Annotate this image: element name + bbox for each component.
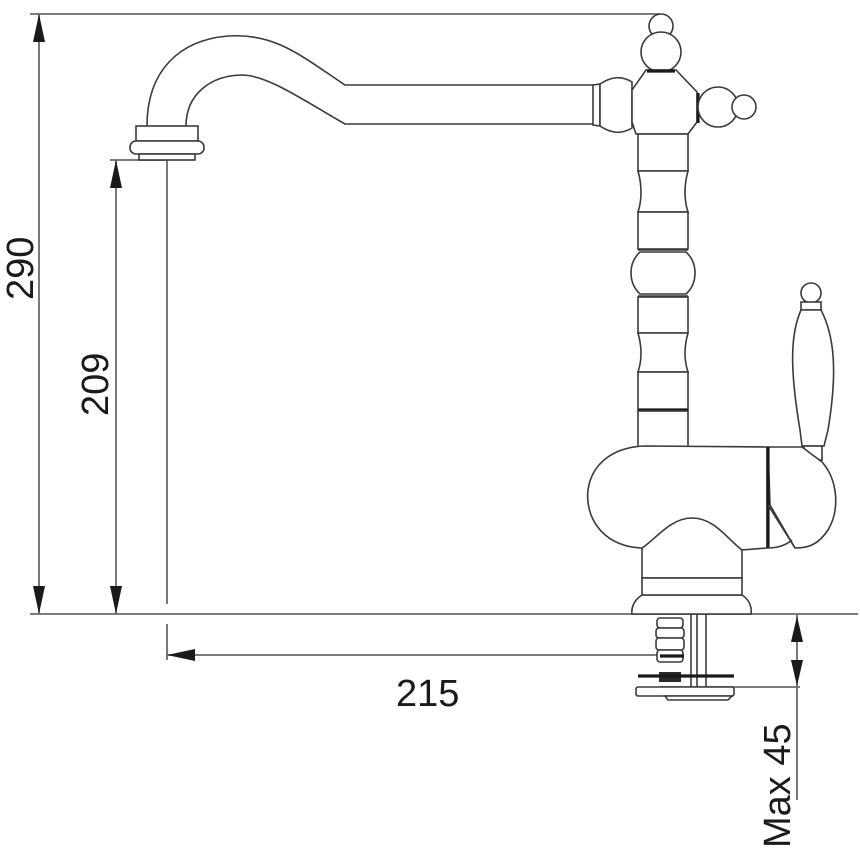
- mounting-fixings: [635, 614, 735, 701]
- aerator: [138, 153, 196, 161]
- lever-grip: [791, 309, 835, 447]
- lever-finial-ball: [800, 282, 822, 304]
- hub-body: [631, 69, 698, 135]
- arrow-down-icon: [110, 586, 122, 614]
- top-finial-knob: [640, 31, 682, 73]
- dimension-290-label: 290: [0, 237, 42, 300]
- spout: [129, 34, 633, 161]
- base-flange: [631, 594, 753, 615]
- mixer-body: [586, 445, 837, 615]
- side-finial-ball: [731, 94, 757, 120]
- spout-outlet-collar: [135, 125, 199, 142]
- backing-plate: [635, 686, 735, 697]
- arrow-up-icon: [791, 616, 803, 642]
- column-bead: [630, 251, 696, 295]
- arrow-up-icon: [110, 160, 122, 188]
- column: [630, 133, 696, 450]
- arrow-left-icon: [167, 649, 195, 661]
- arrow-up-icon: [33, 14, 45, 42]
- arrow-down-icon: [33, 586, 45, 614]
- arrow-down-icon: [791, 660, 803, 686]
- spout-outlet-ring: [129, 140, 205, 155]
- dimension-209-label: 209: [75, 353, 117, 416]
- top-hub: [631, 13, 757, 135]
- dimension-215-label: 215: [396, 673, 459, 715]
- lever-handle: [791, 282, 835, 461]
- dimension-max45-label: Max 45: [757, 723, 799, 848]
